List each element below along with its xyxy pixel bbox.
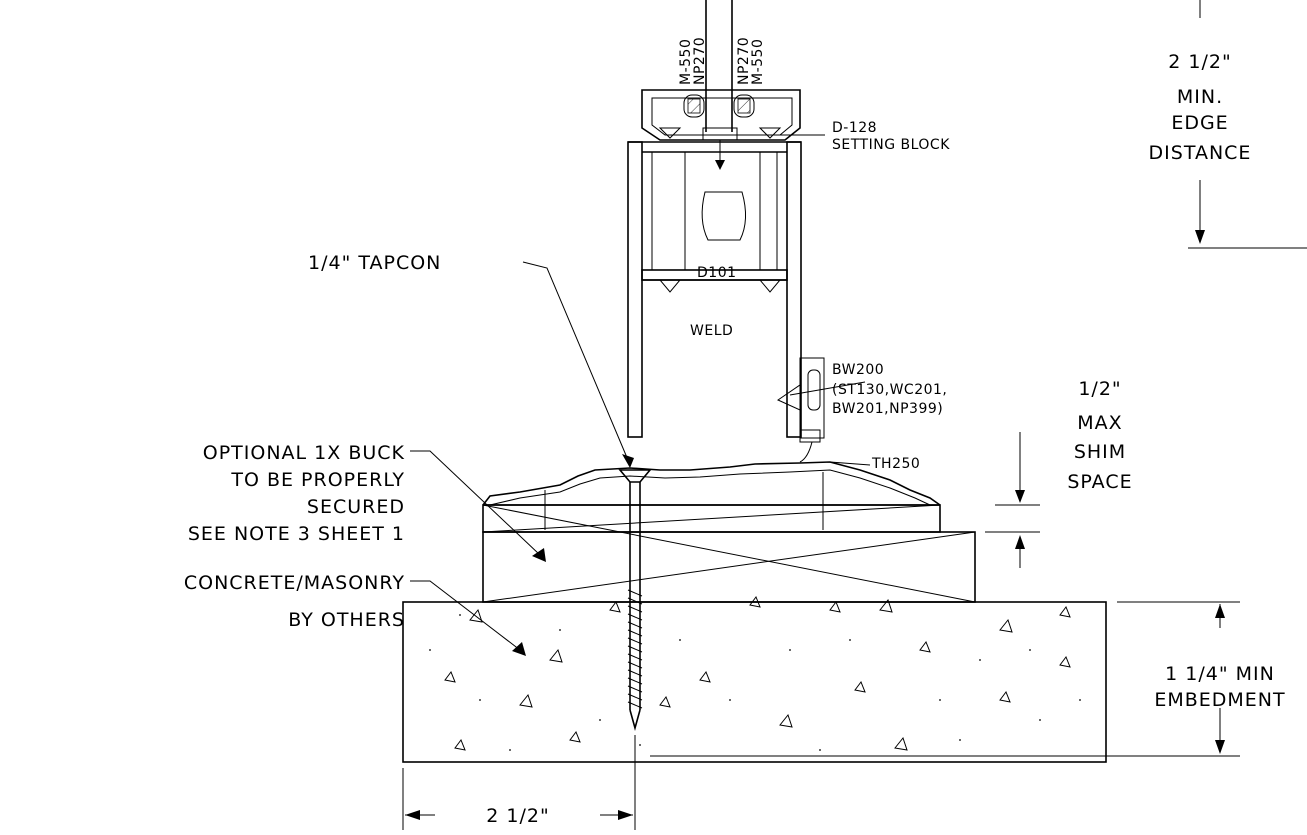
embedment-label-2: EMBEDMENT — [1154, 689, 1285, 711]
glass-lite — [705, 0, 733, 132]
buck-label-4: SEE NOTE 3 SHEET 1 — [188, 523, 405, 545]
gasket-label-right-2: M-550 — [750, 39, 766, 85]
gasket-label-left-1: M-550 — [678, 39, 694, 85]
frame-member — [627, 141, 802, 438]
shim-space-dimension — [985, 432, 1040, 568]
tapcon-label: 1/4" TAPCON — [308, 252, 441, 274]
embedment-dimension — [650, 601, 1240, 757]
weld-label: WELD — [690, 323, 733, 339]
shim-label-2: MAX — [1077, 412, 1122, 434]
leader-lines — [410, 134, 871, 656]
bottom-dimension-label: 2 1/2" — [486, 805, 549, 827]
gasket-label-right-1: NP270 — [736, 37, 752, 85]
threshold-label: TH250 — [871, 456, 920, 472]
concrete-label-2: BY OTHERS — [288, 609, 405, 631]
buck-label-2: TO BE PROPERLY — [230, 469, 405, 491]
buck-label-3: SECURED — [307, 496, 405, 518]
tapcon-anchor — [618, 469, 652, 731]
wood-buck — [482, 504, 976, 603]
embedment-label-1: 1 1/4" MIN — [1165, 663, 1275, 685]
bw-label-2: (ST130,WC201, — [832, 382, 947, 398]
setting-block-label-2: SETTING BLOCK — [832, 137, 950, 153]
setting-block-label-1: D-128 — [832, 120, 877, 136]
shim-label-1: 1/2" — [1078, 378, 1121, 400]
bottom-edge-dimension — [402, 735, 636, 830]
frame-part-label: D101 — [697, 265, 737, 281]
weatherstrip-clip — [776, 357, 825, 463]
edge-distance-label-3: EDGE — [1171, 112, 1228, 134]
buck-label-1: OPTIONAL 1X BUCK — [203, 442, 405, 464]
shim-label-4: SPACE — [1067, 471, 1132, 493]
edge-distance-dimension — [1188, 0, 1307, 249]
bolt-hex — [701, 191, 746, 241]
bw-label-1: BW200 — [832, 362, 884, 378]
gasket-label-left-2: NP270 — [692, 37, 708, 85]
glazing-bead — [641, 89, 801, 170]
threshold — [482, 461, 941, 530]
concrete-label-1: CONCRETE/MASONRY — [184, 572, 405, 594]
edge-distance-label-1: 2 1/2" — [1168, 51, 1231, 73]
concrete-slab — [402, 595, 1107, 763]
shim-label-3: SHIM — [1074, 441, 1126, 463]
bw-label-3: BW201,NP399) — [832, 401, 943, 417]
edge-distance-label-2: MIN. — [1177, 86, 1223, 108]
edge-distance-label-4: DISTANCE — [1149, 142, 1252, 164]
